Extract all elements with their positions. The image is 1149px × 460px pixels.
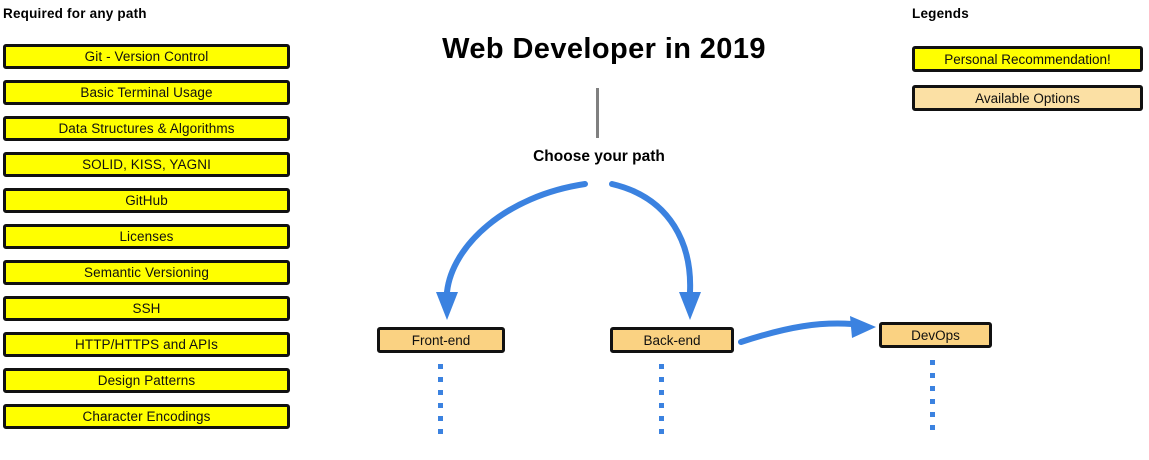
diagram-title: Web Developer in 2019: [442, 33, 766, 65]
required-item[interactable]: Semantic Versioning: [3, 260, 291, 286]
required-section-heading: Required for any path: [3, 6, 147, 21]
required-item[interactable]: SSH: [3, 296, 291, 322]
trail-dot: [930, 425, 935, 430]
required-item[interactable]: HTTP/HTTPS and APIs: [3, 332, 291, 358]
trail-dot: [930, 386, 935, 391]
legends-heading: Legends: [912, 6, 969, 21]
trail-dot: [438, 403, 443, 408]
dotted-trail-backend: [659, 364, 664, 442]
trail-dot: [930, 412, 935, 417]
trail-dot: [438, 364, 443, 369]
trail-dot: [659, 364, 664, 369]
choose-path-label: Choose your path: [533, 148, 665, 165]
trail-dot: [438, 377, 443, 382]
trail-dot: [930, 373, 935, 378]
trail-dot: [930, 360, 935, 365]
required-item[interactable]: Character Encodings: [3, 404, 291, 430]
required-item[interactable]: Git - Version Control: [3, 44, 291, 70]
required-item[interactable]: Licenses: [3, 224, 291, 250]
required-item[interactable]: Design Patterns: [3, 368, 291, 394]
trail-dot: [930, 399, 935, 404]
trail-dot: [659, 377, 664, 382]
required-item[interactable]: Data Structures & Algorithms: [3, 116, 291, 142]
trail-dot: [438, 390, 443, 395]
legends-list: Personal Recommendation! Available Optio…: [912, 46, 1144, 124]
arrow-to-backend: [609, 181, 694, 295]
path-node-backend[interactable]: Back-end: [610, 327, 735, 354]
trail-dot: [659, 429, 664, 434]
legend-item-available: Available Options: [912, 85, 1144, 112]
arrow-to-frontend-head: [436, 292, 458, 320]
trail-dot: [659, 390, 664, 395]
required-list: Git - Version Control Basic Terminal Usa…: [3, 44, 291, 440]
arrow-backend-to-devops: [738, 320, 855, 345]
required-item[interactable]: GitHub: [3, 188, 291, 214]
path-node-devops[interactable]: DevOps: [879, 322, 993, 349]
trail-dot: [438, 429, 443, 434]
trail-dot: [659, 403, 664, 408]
trunk-connector-line: [596, 88, 599, 138]
arrow-to-backend-head: [679, 292, 701, 320]
legend-item-recommended: Personal Recommendation!: [912, 46, 1144, 73]
arrow-backend-to-devops-head: [850, 316, 876, 338]
required-item[interactable]: SOLID, KISS, YAGNI: [3, 152, 291, 178]
path-node-frontend[interactable]: Front-end: [377, 327, 506, 354]
required-item[interactable]: Basic Terminal Usage: [3, 80, 291, 106]
arrow-to-frontend: [444, 181, 588, 295]
trail-dot: [438, 416, 443, 421]
dotted-trail-frontend: [438, 364, 443, 442]
dotted-trail-devops: [930, 360, 935, 438]
trail-dot: [659, 416, 664, 421]
